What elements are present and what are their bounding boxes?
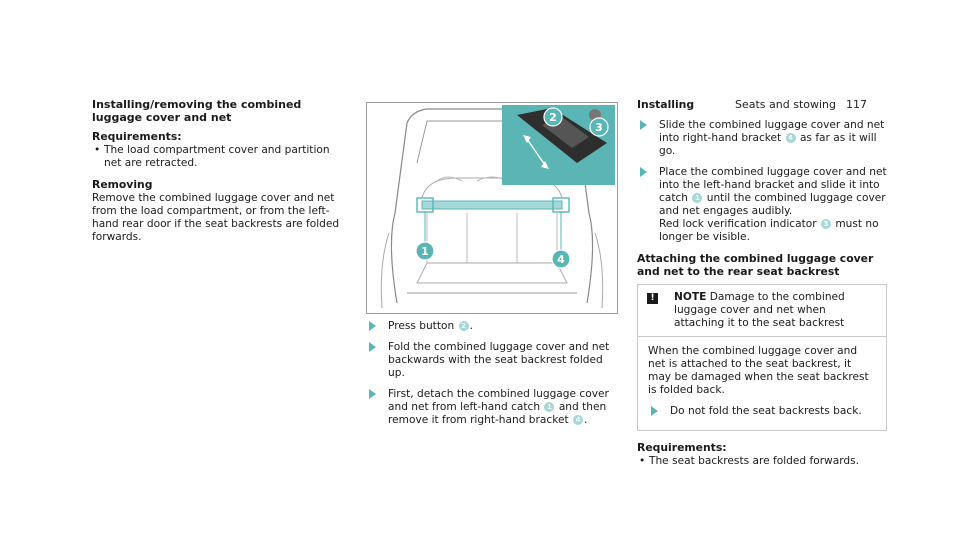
requirement-item: The seat backrests are folded forwards. — [637, 455, 887, 468]
column-left: Installing/removing the combined luggage… — [92, 98, 342, 252]
note-header: ! NOTE Damage to the combined luggage co… — [638, 285, 886, 337]
svg-text:1: 1 — [421, 245, 429, 258]
column-right: Installing Slide the combined luggage co… — [637, 98, 887, 476]
step-arrow-icon — [369, 389, 376, 399]
removing-heading: Removing — [92, 178, 153, 191]
svg-text:4: 4 — [557, 253, 565, 266]
callout-ref: 3 — [820, 219, 831, 229]
step-arrow-icon — [369, 342, 376, 352]
callout-1: 1 — [415, 241, 435, 261]
note-title: Damage to the combined luggage cover and… — [674, 291, 845, 329]
step-fold: Fold the combined luggage cover and net … — [366, 341, 616, 380]
illustration-luggage-cover: 1 4 2 3 — [366, 102, 618, 314]
cover-bar — [421, 200, 563, 210]
attaching-heading: Attaching the combined luggage cover and… — [637, 252, 874, 278]
car-trunk-illustration: 1 4 2 3 — [380, 105, 615, 309]
section-heading: Installing/removing the combined luggage… — [92, 98, 302, 124]
requirements-list: The load compartment cover and partition… — [92, 144, 342, 170]
note-text: When the combined luggage cover and net … — [648, 345, 869, 396]
callout-ref: 2 — [458, 321, 469, 331]
svg-text:3: 3 — [595, 121, 603, 134]
callout-4: 4 — [551, 249, 571, 269]
svg-text:2: 2 — [549, 111, 557, 124]
step-press-button: Press button 2. — [366, 320, 616, 333]
callout-2: 2 — [543, 107, 563, 127]
note-body: When the combined luggage cover and net … — [638, 337, 886, 430]
callout-ref: 1 — [544, 402, 555, 412]
note-box: ! NOTE Damage to the combined luggage co… — [637, 284, 887, 431]
callout-ref: 4 — [785, 133, 796, 143]
callout-ref: 1 — [692, 193, 703, 203]
page-header: Seats and stowing 117 — [735, 98, 867, 111]
requirement-item: The load compartment cover and partition… — [92, 144, 342, 170]
requirements-heading: Requirements: — [92, 130, 182, 143]
section-title: Seats and stowing — [734, 98, 836, 111]
requirements-heading: Requirements: — [637, 441, 727, 454]
installing-heading: Installing — [637, 98, 695, 111]
step-slide: Slide the combined luggage cover and net… — [637, 119, 887, 158]
callout-3: 3 — [589, 117, 609, 137]
page-number: 117 — [846, 98, 867, 111]
requirements-list: The seat backrests are folded forwards. — [637, 455, 887, 468]
column-middle: Press button 2. Fold the combined luggag… — [366, 320, 616, 435]
step-arrow-icon — [640, 167, 647, 177]
note-label: NOTE — [674, 291, 707, 303]
removing-text: Remove the combined luggage cover and ne… — [92, 192, 340, 243]
callout-ref: 4 — [573, 415, 583, 425]
step-detach: First, detach the combined luggage cover… — [366, 388, 616, 427]
note-step: Do not fold the seat backrests back. — [648, 405, 876, 418]
warning-icon: ! — [647, 293, 658, 304]
step-arrow-icon — [651, 406, 658, 416]
step-place: Place the combined luggage cover and net… — [637, 166, 887, 244]
step-arrow-icon — [640, 120, 647, 130]
step-arrow-icon — [369, 321, 376, 331]
